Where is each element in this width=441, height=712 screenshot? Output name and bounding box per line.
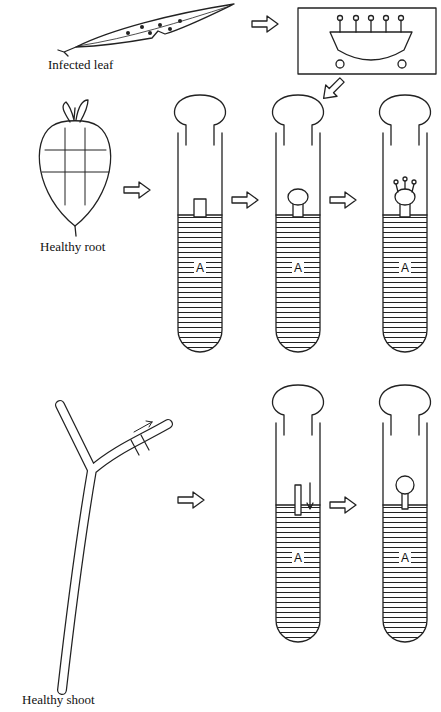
drawing-path — [134, 421, 152, 432]
drawing-circle — [403, 177, 407, 181]
figure-label: Infected leaf — [48, 58, 113, 72]
tube-label: A — [399, 552, 411, 565]
drawing-use — [379, 385, 430, 642]
drawing-path — [131, 435, 149, 455]
drawing-line — [355, 20, 356, 32]
drawing-circle — [178, 19, 182, 23]
infected-leaf — [58, 4, 234, 56]
drawing-use — [232, 192, 258, 208]
drawing-line — [404, 181, 405, 189]
drawing-use — [252, 16, 278, 32]
drawing-circle — [126, 31, 130, 35]
drawing-circle — [140, 25, 144, 29]
drawing-circle — [396, 476, 414, 494]
drawing-path — [39, 121, 110, 226]
drawing-use — [379, 95, 430, 352]
drawing-line — [370, 20, 371, 32]
test-tube — [379, 95, 430, 352]
beet-root — [39, 100, 110, 236]
drawing-circle — [354, 16, 359, 21]
test-tube — [379, 385, 430, 642]
drawing-use — [330, 192, 356, 208]
drawing-circle — [369, 16, 374, 21]
test-tube — [174, 95, 225, 352]
tube-label: A — [194, 262, 206, 275]
drawing-circle — [168, 27, 172, 31]
drawing-circle — [394, 180, 398, 184]
drawing-path — [58, 47, 76, 56]
test-tube — [272, 95, 323, 352]
drawing-path — [63, 100, 88, 122]
test-tube — [272, 385, 323, 642]
drawing-circle — [338, 16, 343, 21]
tube-label: A — [399, 262, 411, 275]
healthy-shoot — [60, 405, 168, 690]
drawing-use — [124, 182, 150, 198]
drawing-rect — [295, 485, 301, 515]
drawing-use — [178, 492, 204, 508]
drawing-circle — [412, 180, 416, 184]
drawing-line — [396, 184, 398, 192]
drawing-g — [338, 16, 404, 33]
drawing-path — [60, 405, 168, 690]
drawing-rect — [194, 199, 206, 217]
drawing-circle — [384, 16, 389, 21]
drawing-path — [75, 226, 76, 236]
figure-label: Healthy root — [40, 240, 105, 254]
drawing-path — [42, 128, 109, 205]
drawing-g — [126, 19, 182, 35]
drawing-path — [60, 405, 168, 690]
drawing-circle — [158, 23, 162, 27]
drawing-path — [307, 483, 313, 509]
culture-plate — [298, 8, 436, 74]
drawing-path — [78, 6, 230, 46]
figure-label: Healthy shoot — [22, 693, 95, 707]
drawing-line — [385, 20, 386, 32]
drawing-circle — [398, 60, 406, 68]
drawing-ellipse — [288, 189, 308, 205]
drawing-line — [412, 184, 414, 192]
drawing-circle — [148, 31, 152, 35]
tube-label: A — [292, 552, 304, 565]
drawing-path — [330, 32, 412, 60]
drawing-rect — [298, 8, 436, 74]
tube-label: A — [292, 262, 304, 275]
drawing-circle — [399, 16, 404, 21]
drawing-use — [272, 385, 323, 642]
drawing-line — [400, 20, 401, 32]
drawing-use — [330, 497, 356, 513]
drawing-circle — [336, 60, 344, 68]
drawing-use — [272, 95, 323, 352]
drawing-line — [339, 20, 340, 32]
drawing-use — [318, 74, 348, 104]
drawing-path — [76, 4, 234, 47]
drawing-use — [174, 95, 225, 352]
